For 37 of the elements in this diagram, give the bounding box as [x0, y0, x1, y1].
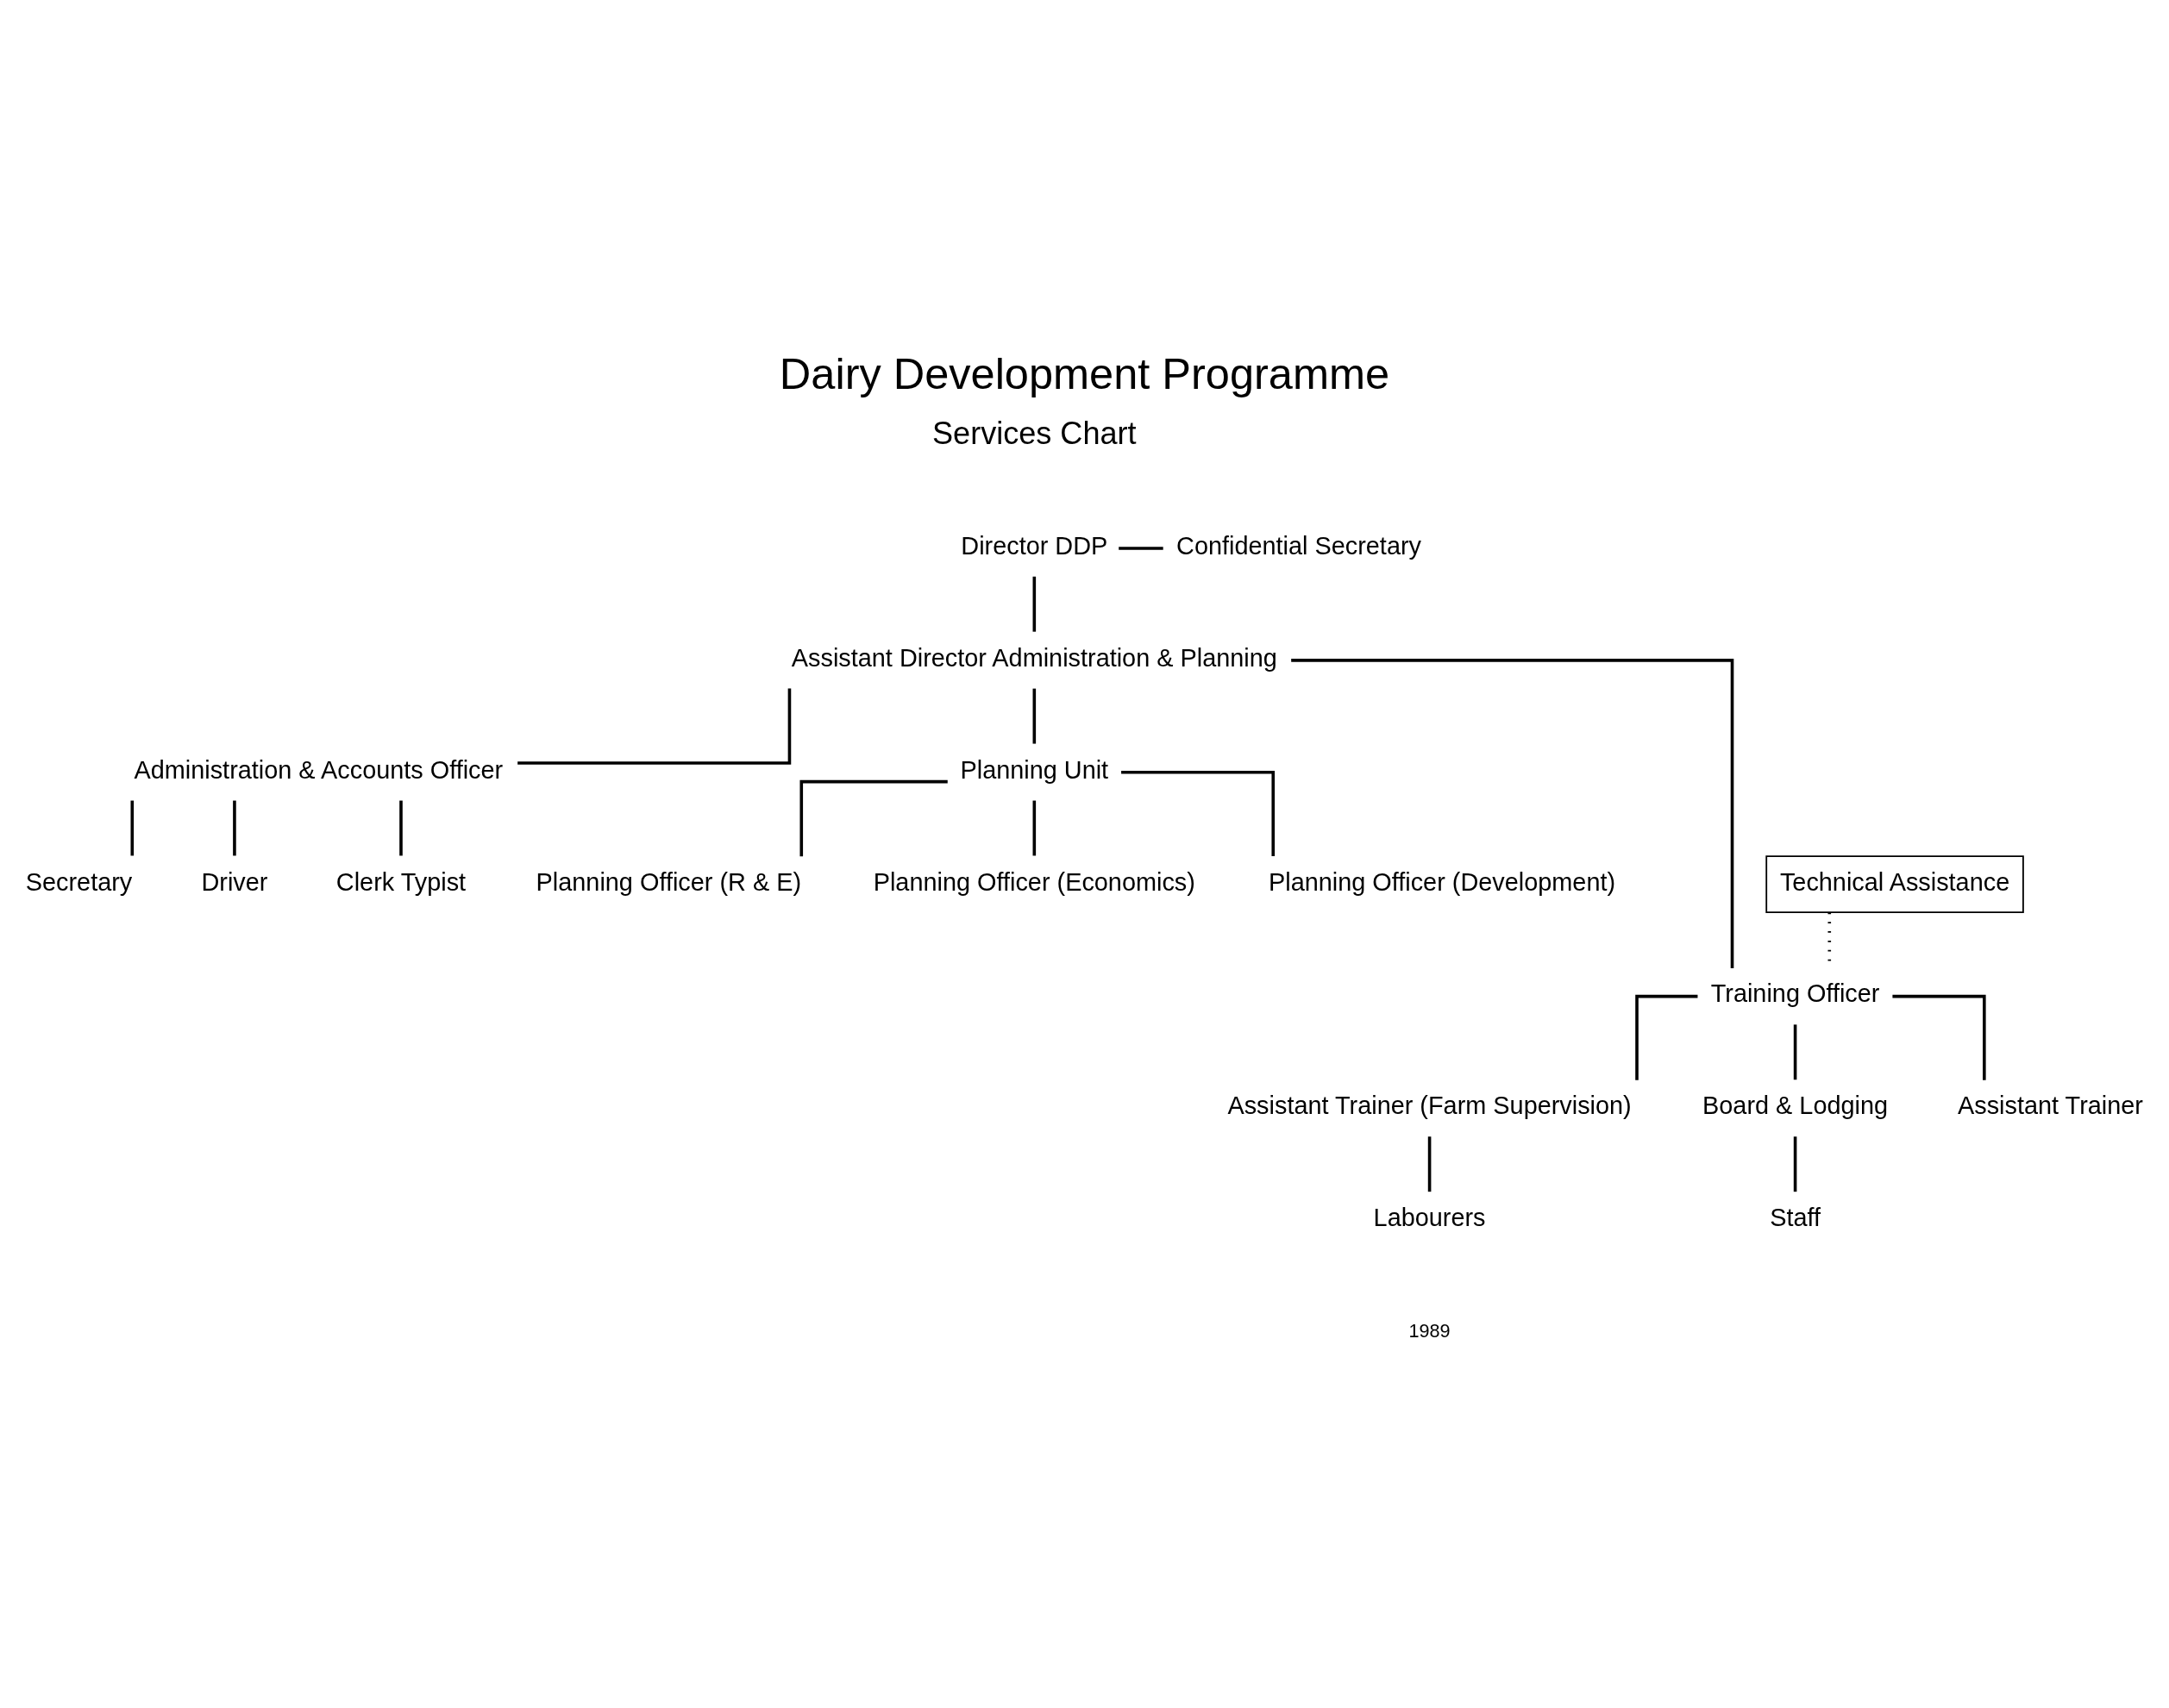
connector [517, 688, 792, 765]
connector [1793, 1136, 1797, 1192]
node-text: Driver [201, 867, 268, 896]
node-text: Assistant Trainer [1958, 1092, 2143, 1120]
node-text: Secretary [25, 867, 133, 896]
node-text: Planning Officer (R & E) [536, 867, 802, 896]
node-text: Training Officer [1710, 979, 1880, 1008]
connector [1892, 994, 1986, 1080]
connector [1032, 576, 1037, 632]
node-box: Technical Assistance [1765, 855, 2024, 914]
node-text: Board & Lodging [1702, 1092, 1889, 1120]
connector [1635, 994, 1698, 1080]
node-text: Labourers [1373, 1204, 1486, 1232]
node-text: Staff [1770, 1204, 1821, 1232]
node-text: Confidential Secretary [1176, 531, 1421, 560]
node-text: Planning Officer (Development) [1268, 867, 1616, 896]
connector [1032, 688, 1037, 744]
connector [233, 800, 236, 856]
label: 1989 [1408, 1319, 1451, 1342]
connector [1121, 770, 1276, 856]
node-text: Assistant Director Administration & Planning [791, 643, 1277, 672]
node-text: Director DDP [961, 531, 1108, 560]
node-text: Planning Unit [960, 755, 1109, 784]
node-text: Clerk Typist [335, 867, 467, 896]
node-text: Assistant Trainer (Farm Supervision) [1227, 1092, 1632, 1120]
connector [399, 800, 403, 856]
diagram-title: Dairy Development Programme [779, 348, 1390, 398]
node-text: Planning Officer (Economics) [873, 867, 1195, 896]
connector [130, 800, 135, 856]
connector [1291, 659, 1734, 969]
connector [1793, 1024, 1797, 1080]
label: Services Chart [932, 416, 1137, 452]
connector [1427, 1136, 1432, 1192]
connector [799, 779, 948, 857]
node-text: Administration & Accounts Officer [134, 755, 504, 784]
connector [1032, 800, 1037, 856]
connector [1119, 547, 1163, 550]
